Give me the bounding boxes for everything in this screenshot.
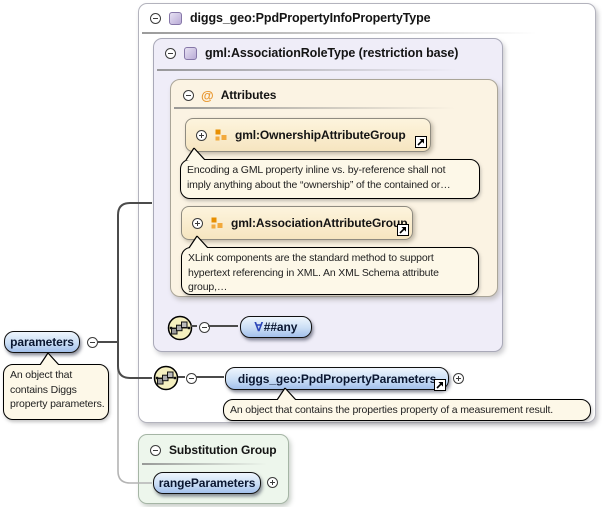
expand-icon[interactable]: [453, 373, 464, 384]
attributes-header: @ Attributes: [183, 88, 276, 102]
sequence-icon[interactable]: [167, 315, 193, 341]
annotation-notch: [188, 235, 209, 248]
attributes-icon: @: [201, 87, 214, 103]
attribute-group-icon: [215, 129, 227, 141]
forall-icon: ∀: [254, 320, 263, 334]
attribute-group-icon: [211, 217, 223, 229]
restriction-header: gml:AssociationRoleType (restriction bas…: [165, 46, 458, 60]
header-separator: [142, 463, 284, 465]
element-label: parameters: [10, 335, 74, 349]
restriction-base-box: gml:AssociationRoleType (restriction bas…: [153, 38, 503, 352]
attributes-box: @ Attributes gml:OwnershipAttributeGroup…: [170, 79, 498, 297]
annotation-notch: [39, 352, 60, 365]
wildcard-label: ##any: [263, 320, 298, 334]
collapse-icon[interactable]: [165, 47, 176, 59]
collapse-icon[interactable]: [87, 337, 98, 348]
expand-icon[interactable]: [196, 129, 207, 141]
substitution-title: Substitution Group: [169, 443, 277, 457]
attributes-title: Attributes: [220, 88, 277, 102]
type-box-ppd-property-info: diggs_geo:PpdPropertyInfoPropertyType gm…: [138, 3, 596, 423]
collapse-icon[interactable]: [199, 322, 210, 333]
link-icon[interactable]: [434, 379, 446, 391]
annotation-notch: [185, 147, 206, 160]
collapse-icon[interactable]: [150, 12, 161, 24]
type-title: diggs_geo:PpdPropertyInfoPropertyType: [190, 11, 431, 25]
substitution-member-label: rangeParameters: [158, 476, 256, 490]
expand-icon[interactable]: [192, 217, 203, 229]
type-box-header: diggs_geo:PpdPropertyInfoPropertyType: [150, 11, 431, 25]
annotation-bubble: An object that contains the properties p…: [223, 399, 591, 421]
annotation-bubble: Encoding a GML property inline vs. by-re…: [180, 159, 480, 199]
header-separator: [142, 32, 591, 34]
sequence-icon[interactable]: [153, 365, 179, 391]
element-node-parameters[interactable]: parameters: [4, 331, 80, 353]
restriction-title: gml:AssociationRoleType (restriction bas…: [205, 46, 459, 60]
collapse-icon[interactable]: [186, 373, 197, 384]
header-separator: [157, 69, 498, 71]
link-icon[interactable]: [415, 136, 427, 148]
collapse-icon[interactable]: [183, 89, 194, 101]
attribute-group-ownership[interactable]: gml:OwnershipAttributeGroup: [185, 118, 431, 152]
annotation-notch: [276, 387, 297, 400]
property-element-node[interactable]: diggs_geo:PpdPropertyParameters: [225, 367, 449, 391]
link-icon[interactable]: [397, 224, 409, 236]
annotation-bubble: An object that contains Diggs property p…: [3, 364, 109, 420]
substitution-group-box: Substitution Group rangeParameters: [138, 434, 289, 504]
expand-icon[interactable]: [267, 477, 278, 488]
wildcard-node[interactable]: ∀##any: [240, 316, 312, 338]
complex-type-icon: [169, 11, 182, 25]
attribute-group-label: gml:OwnershipAttributeGroup: [235, 128, 406, 142]
substitution-member-node[interactable]: rangeParameters: [153, 472, 261, 494]
annotation-bubble: XLink components are the standard method…: [181, 247, 479, 295]
complex-type-icon: [184, 46, 197, 60]
property-element-label: diggs_geo:PpdPropertyParameters: [237, 371, 437, 386]
header-separator: [174, 107, 493, 109]
attribute-group-association[interactable]: gml:AssociationAttributeGroup: [181, 206, 413, 240]
substitution-header: Substitution Group: [150, 443, 277, 457]
attribute-group-label: gml:AssociationAttributeGroup: [231, 216, 408, 230]
collapse-icon[interactable]: [150, 444, 161, 456]
